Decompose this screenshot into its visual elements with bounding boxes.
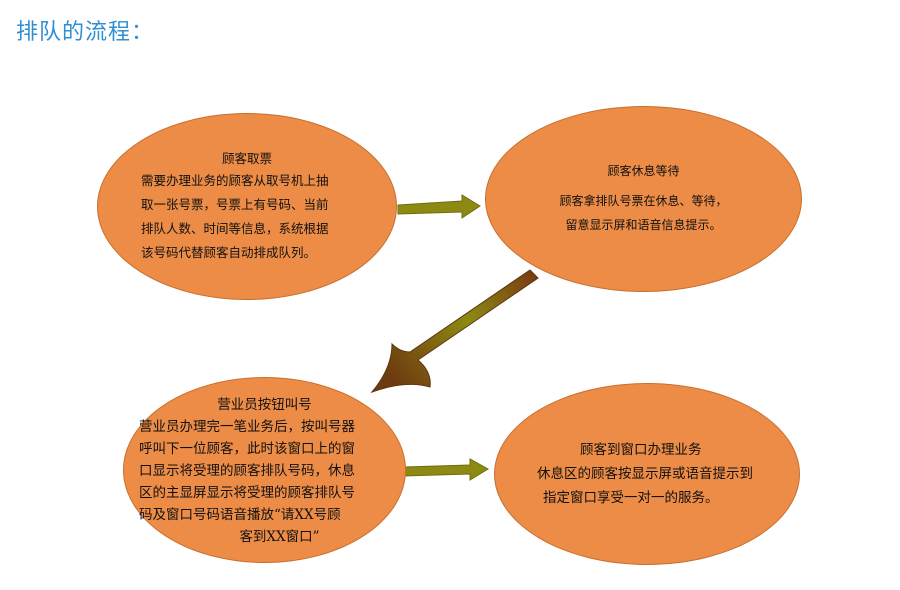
node-text-line: 休息区的顾客按显示屏或语音提示到 [537, 466, 753, 482]
node-text-line: 该号码代替顾客自动排成队列。 [141, 245, 317, 260]
page-title: 排队的流程： [16, 20, 155, 45]
node-title: 营业员按钮叫号 [217, 396, 312, 413]
node-text-line: 呼叫下一位顾客，此时该窗口上的窗 [139, 440, 355, 457]
node-text-line: 指定窗口享受一对一的服务。 [543, 490, 719, 506]
arrow-wait-to-call [370, 269, 539, 394]
node-text-line: 客到XX窗口” [239, 528, 320, 545]
node-text-line: 需要办理业务的顾客从取号机上抽 [141, 173, 329, 188]
node-title: 顾客到窗口办理业务 [580, 442, 702, 458]
node-window-service: 顾客到窗口办理业务 休息区的顾客按显示屏或语音提示到 指定窗口享受一对一的服务。 [494, 383, 800, 565]
node-text-line: 留意显示屏和语音信息提示。 [565, 217, 722, 232]
node-title: 顾客取票 [221, 151, 272, 166]
node-take-ticket: 顾客取票 需要办理业务的顾客从取号机上抽 取一张号票，号票上有号码、当前 排队人… [97, 113, 397, 300]
arrow-take-ticket-to-wait [397, 194, 481, 219]
node-text-line: 区的主显屏显示将受理的顾客排队号 [139, 484, 355, 501]
node-text-line: 营业员办理完一笔业务后，按叫号器 [139, 418, 355, 435]
node-text-line: 顾客拿排队号票在休息、等待， [559, 193, 728, 208]
node-text-line: 取一张号票，号票上有号码、当前 [141, 197, 329, 212]
node-text-line: 排队人数、时间等信息，系统根据 [141, 221, 329, 236]
node-text-line: 口显示将受理的顾客排队号码，休息 [139, 462, 355, 479]
node-rest-wait: 顾客休息等待 顾客拿排队号票在休息、等待， 留意显示屏和语音信息提示。 [485, 106, 802, 292]
node-title: 顾客休息等待 [607, 163, 680, 178]
arrow-call-to-window [403, 458, 489, 481]
node-text-line: 码及窗口号码语音播放“请XX号顾 [139, 506, 341, 523]
node-clerk-call: 营业员按钮叫号 营业员办理完一笔业务后，按叫号器 呼叫下一位顾客，此时该窗口上的… [123, 377, 406, 563]
